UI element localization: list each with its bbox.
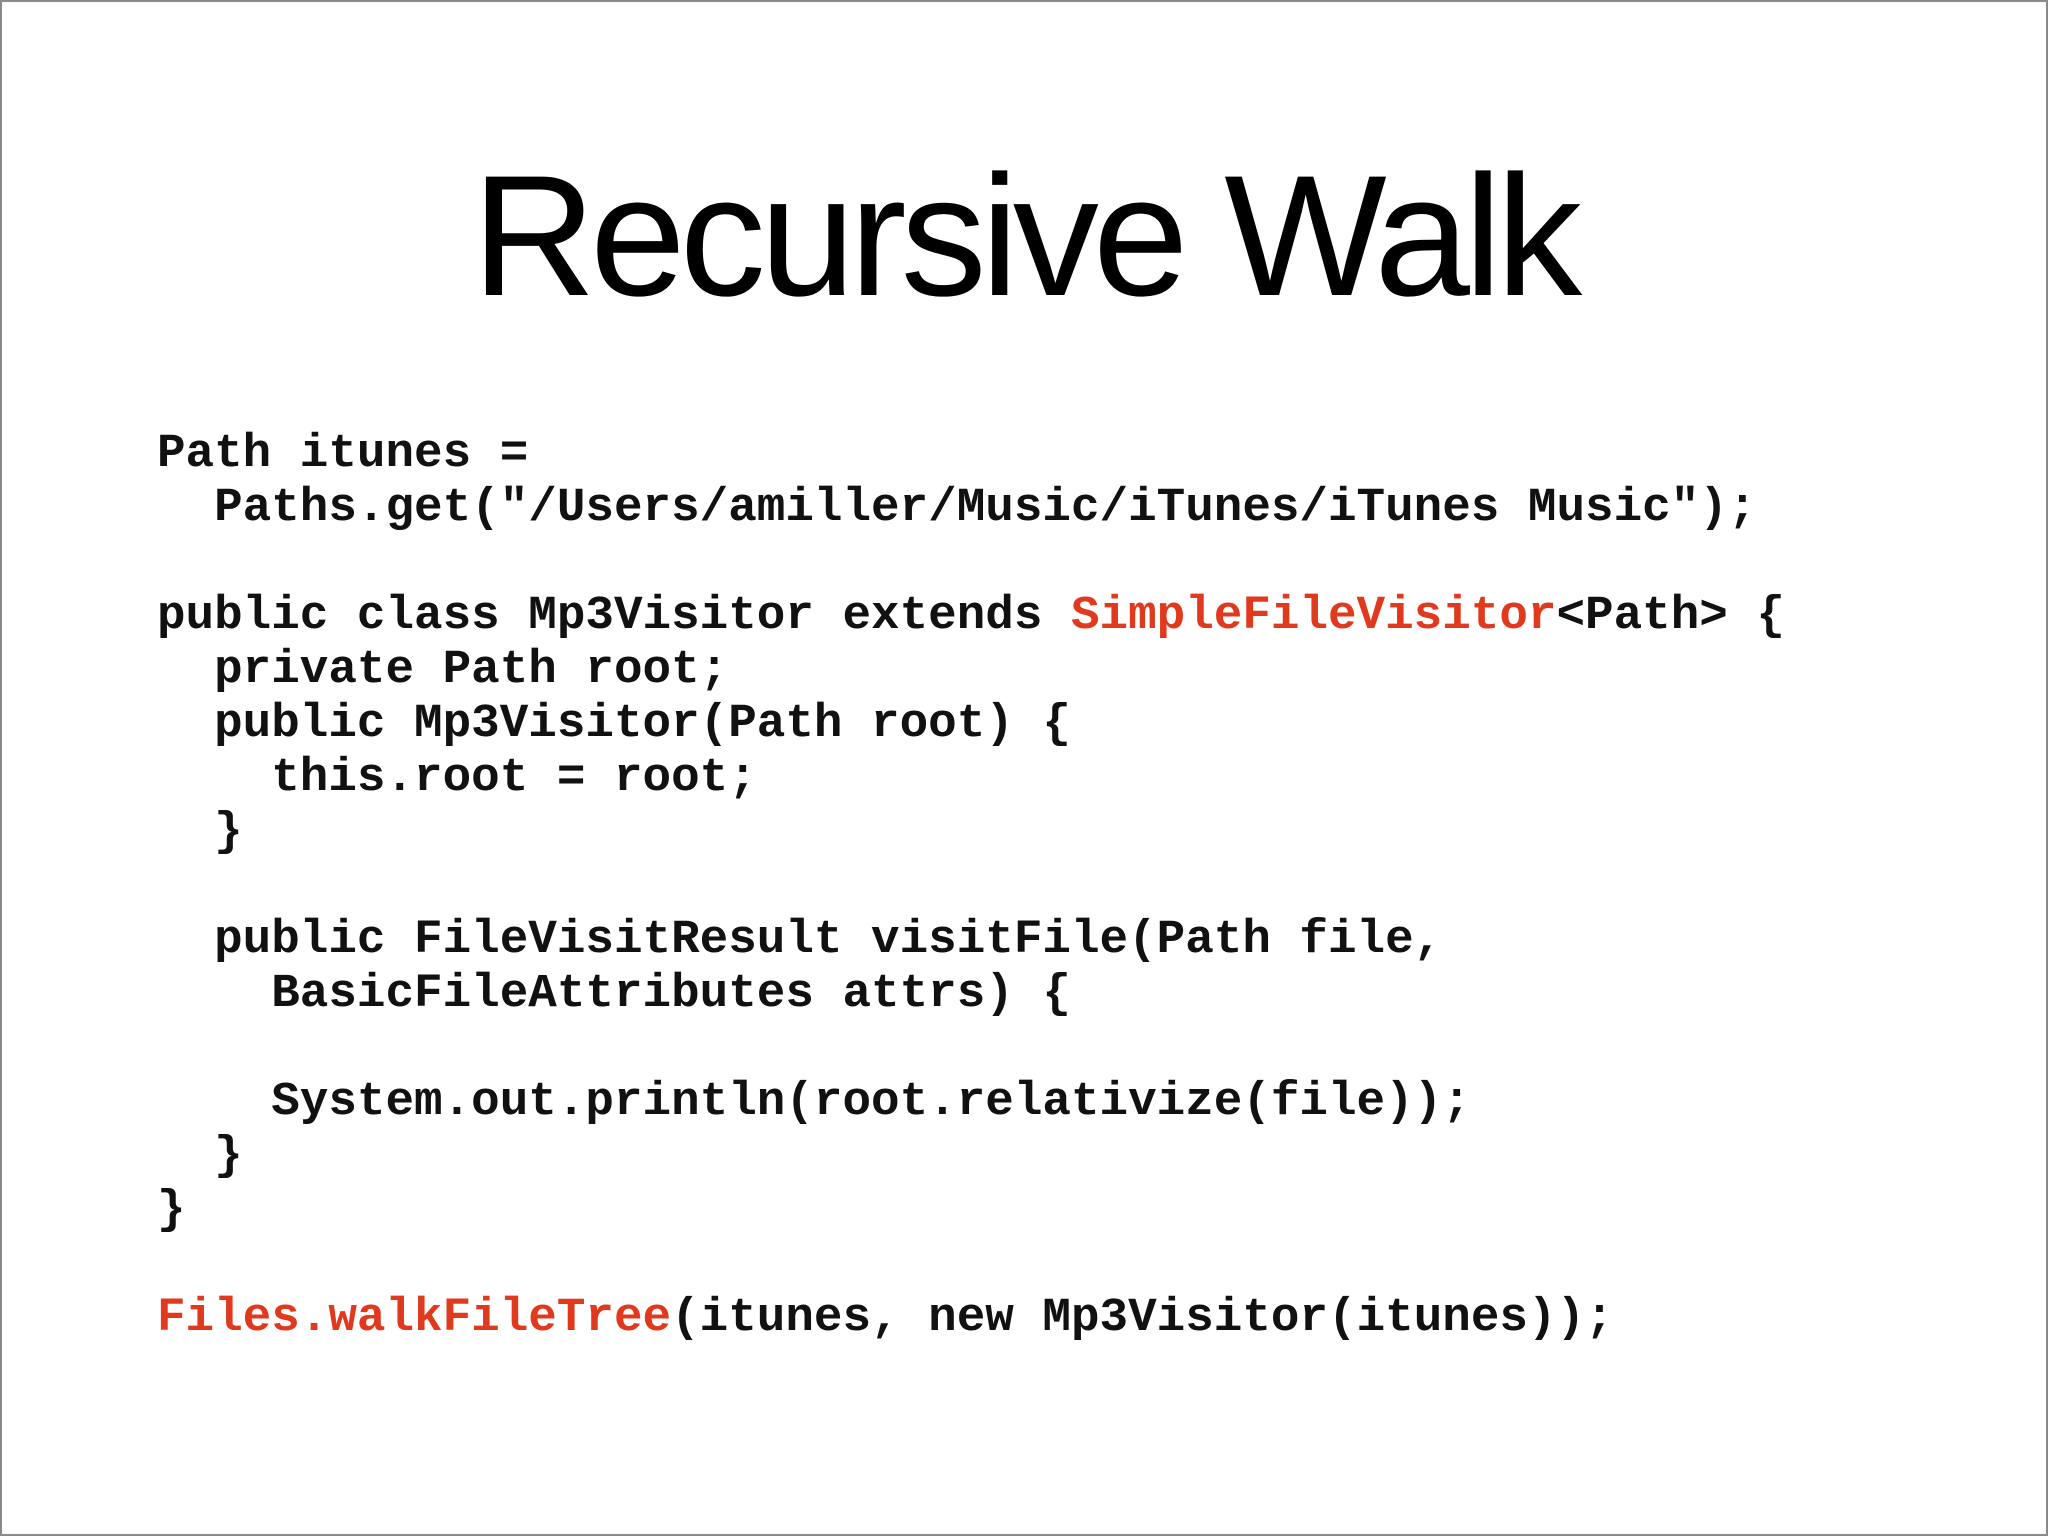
code-text: } (157, 1183, 186, 1237)
code-blank-line (157, 1021, 1977, 1075)
code-highlight-token: SimpleFileVisitor (1070, 589, 1557, 643)
code-line: BasicFileAttributes attrs) { (157, 967, 1977, 1021)
slide-title: Recursive Walk (471, 140, 1582, 332)
code-text: this.root = root; (157, 751, 757, 805)
code-blank-line (157, 1237, 1977, 1291)
code-blank-line (157, 859, 1977, 913)
code-text: System.out.println(root.relativize(file)… (157, 1075, 1471, 1129)
code-line: public Mp3Visitor(Path root) { (157, 697, 1977, 751)
code-line: Paths.get("/Users/amiller/Music/iTunes/i… (157, 481, 1977, 535)
code-text: public class Mp3Visitor extends (157, 589, 1071, 643)
code-line: } (157, 1183, 1977, 1237)
code-line: public FileVisitResult visitFile(Path fi… (157, 913, 1977, 967)
code-text: (itunes, new Mp3Visitor(itunes)); (671, 1291, 1614, 1345)
code-text: <Path> { (1556, 589, 1786, 643)
code-line: this.root = root; (157, 751, 1977, 805)
code-block: Path itunes = Paths.get("/Users/amiller/… (157, 427, 1977, 1345)
code-text: } (157, 1129, 243, 1183)
code-text: public FileVisitResult visitFile(Path fi… (157, 913, 1443, 967)
code-highlight-token: Files.walkFileTree (157, 1291, 672, 1345)
code-line: } (157, 1129, 1977, 1183)
code-text: Paths.get("/Users/amiller/Music/iTunes/i… (157, 481, 1757, 535)
code-text: Path itunes = (157, 427, 529, 481)
code-text: } (157, 805, 243, 859)
code-text: private Path root; (157, 643, 729, 697)
code-line: System.out.println(root.relativize(file)… (157, 1075, 1977, 1129)
code-blank-line (157, 535, 1977, 589)
code-text: BasicFileAttributes attrs) { (157, 967, 1071, 1021)
code-line: Path itunes = (157, 427, 1977, 481)
code-line: public class Mp3Visitor extends SimpleFi… (157, 589, 1977, 643)
code-line: private Path root; (157, 643, 1977, 697)
code-line: } (157, 805, 1977, 859)
code-line: Files.walkFileTree(itunes, new Mp3Visito… (157, 1291, 1977, 1345)
code-text: public Mp3Visitor(Path root) { (157, 697, 1071, 751)
